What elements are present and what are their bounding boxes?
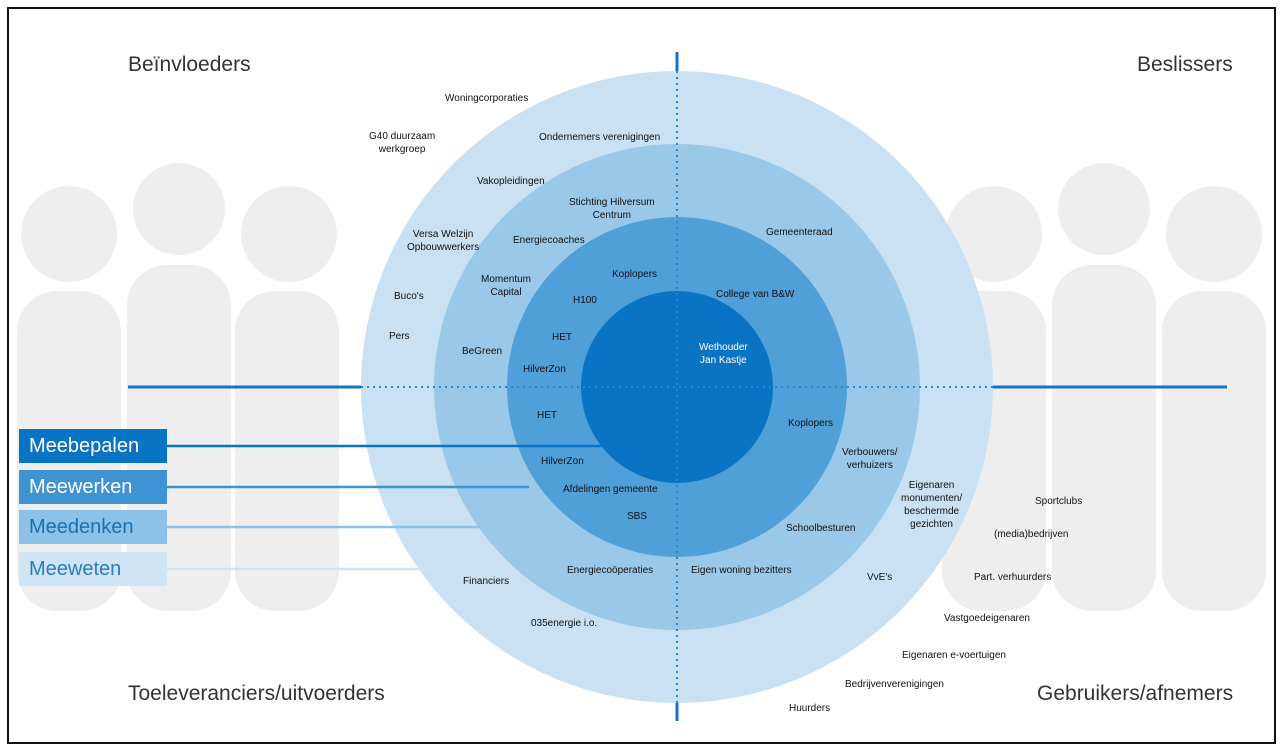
stakeholder-media: (media)bedrijven: [994, 529, 1069, 540]
stakeholder-bucos: Buco's: [394, 291, 424, 302]
quadrant-title-decision-makers: Beslissers: [1137, 53, 1233, 76]
stakeholder-energiecooperaties: Energiecoöperaties: [567, 565, 654, 576]
stakeholder-eigenaren-monumenten-line1: Eigenaren: [908, 480, 955, 491]
axes: [128, 52, 1227, 721]
level-meewerken: Meewerken: [19, 470, 167, 504]
silhouette-head: [1166, 186, 1262, 282]
stakeholder-het-bottom: HET: [537, 410, 557, 421]
silhouette-head: [1058, 163, 1150, 255]
stakeholder-versa-line2: Opbouwwerkers: [407, 242, 480, 253]
quadrant-title-influencers: Beïnvloeders: [128, 53, 251, 76]
stakeholder-h100: H100: [573, 295, 597, 306]
stakeholder-verbouwers-line1: Verbouwers/: [842, 447, 898, 458]
stakeholder-koplopers-top: Koplopers: [612, 269, 658, 280]
stakeholder-eigenaren-monumenten-line2: monumenten/: [901, 493, 963, 504]
stakeholder-diagram: Beïnvloeders Beslissers Toeleveranciers/…: [7, 7, 1276, 744]
silhouette-body: [1162, 291, 1266, 611]
silhouette-head: [21, 186, 117, 282]
stakeholder-vves: VvE's: [867, 572, 893, 583]
stakeholder-eigenaren-monumenten-line3: beschermde: [904, 506, 960, 517]
stakeholder-eigenaren-monumenten-line4: gezichten: [910, 519, 953, 530]
stakeholder-begreen: BeGreen: [462, 346, 503, 357]
stakeholder-g40: G40 duurzaam werkgroep: [369, 130, 435, 156]
level-connectors: [167, 444, 607, 571]
stakeholder-het-top: HET: [552, 332, 572, 343]
stakeholder-wethouder-line2: Jan Kastje: [700, 355, 747, 366]
stakeholder-momentum-line1: Momentum: [481, 274, 532, 285]
stakeholder-g40-line2: werkgroep: [378, 144, 426, 155]
stakeholder-verbouwers-line2: verhuizers: [846, 460, 893, 471]
stakeholder-vastgoed: Vastgoedeigenaren: [944, 613, 1030, 624]
quadrant-title-suppliers: Toeleveranciers/uitvoerders: [128, 682, 385, 705]
stakeholder-stichting-line1: Stichting Hilversum: [569, 197, 655, 208]
people-silhouettes: [17, 163, 1266, 611]
stakeholder-pers: Pers: [389, 331, 410, 342]
stakeholder-ondernemers: Ondernemers verenigingen: [539, 132, 661, 143]
silhouette-head: [946, 186, 1042, 282]
quadrant-title-users: Gebruikers/afnemers: [1037, 682, 1234, 705]
stakeholder-huurders: Huurders: [789, 703, 831, 714]
stakeholder-sportclubs: Sportclubs: [1035, 496, 1083, 507]
stakeholder-vakopleidingen: Vakopleidingen: [477, 176, 545, 187]
stakeholder-energiecoaches: Energiecoaches: [513, 235, 585, 246]
stakeholder-woningcorporaties: Woningcorporaties: [445, 93, 529, 104]
stakeholder-koplopers-bottom: Koplopers: [788, 418, 834, 429]
stakeholder-sbs: SBS: [627, 511, 648, 522]
diagram-canvas: [17, 52, 1266, 721]
silhouette-body: [1052, 265, 1156, 611]
stakeholder-financiers: Financiers: [463, 576, 510, 587]
stakeholder-schoolbesturen: Schoolbesturen: [786, 523, 856, 534]
stakeholder-part-verhuurders: Part. verhuurders: [974, 572, 1052, 583]
silhouette-head: [133, 163, 225, 255]
silhouette-head: [241, 186, 337, 282]
level-meedenken: Meedenken: [19, 510, 167, 544]
stakeholder-wethouder-line1: Wethouder: [699, 342, 748, 353]
level-meeweten: Meeweten: [19, 552, 167, 586]
stakeholder-momentum-line2: Capital: [490, 287, 522, 298]
stakeholder-hilverzon-bottom: HilverZon: [541, 456, 584, 467]
stakeholder-gemeenteraad: Gemeenteraad: [766, 227, 833, 238]
stakeholder-stichting-line2: Centrum: [592, 210, 631, 221]
stakeholder-eigen-woning: Eigen woning bezitters: [691, 565, 792, 576]
stakeholder-college: College van B&W: [716, 289, 795, 300]
stakeholder-035energie: 035energie i.o.: [531, 618, 598, 629]
stakeholder-eigenaren-monumenten: Eigenaren monumenten/beschermde gezichten: [901, 479, 962, 531]
stakeholder-verbouwers: Verbouwers/verhuizers: [842, 446, 898, 472]
stakeholder-bedrijvenverenigingen: Bedrijvenverenigingen: [845, 679, 944, 690]
ring-meebepalen: [581, 291, 773, 483]
stakeholder-g40-line1: G40 duurzaam: [369, 131, 436, 142]
silhouette-body: [235, 291, 339, 611]
stakeholder-e-voertuigen: Eigenaren e-voertuigen: [902, 650, 1006, 661]
stakeholder-afdelingen: Afdelingen gemeente: [563, 484, 658, 495]
stakeholder-versa-line1: Versa Welzijn: [412, 229, 474, 240]
level-meebepalen: Meebepalen: [19, 429, 167, 463]
stakeholder-hilverzon-top: HilverZon: [523, 364, 566, 375]
